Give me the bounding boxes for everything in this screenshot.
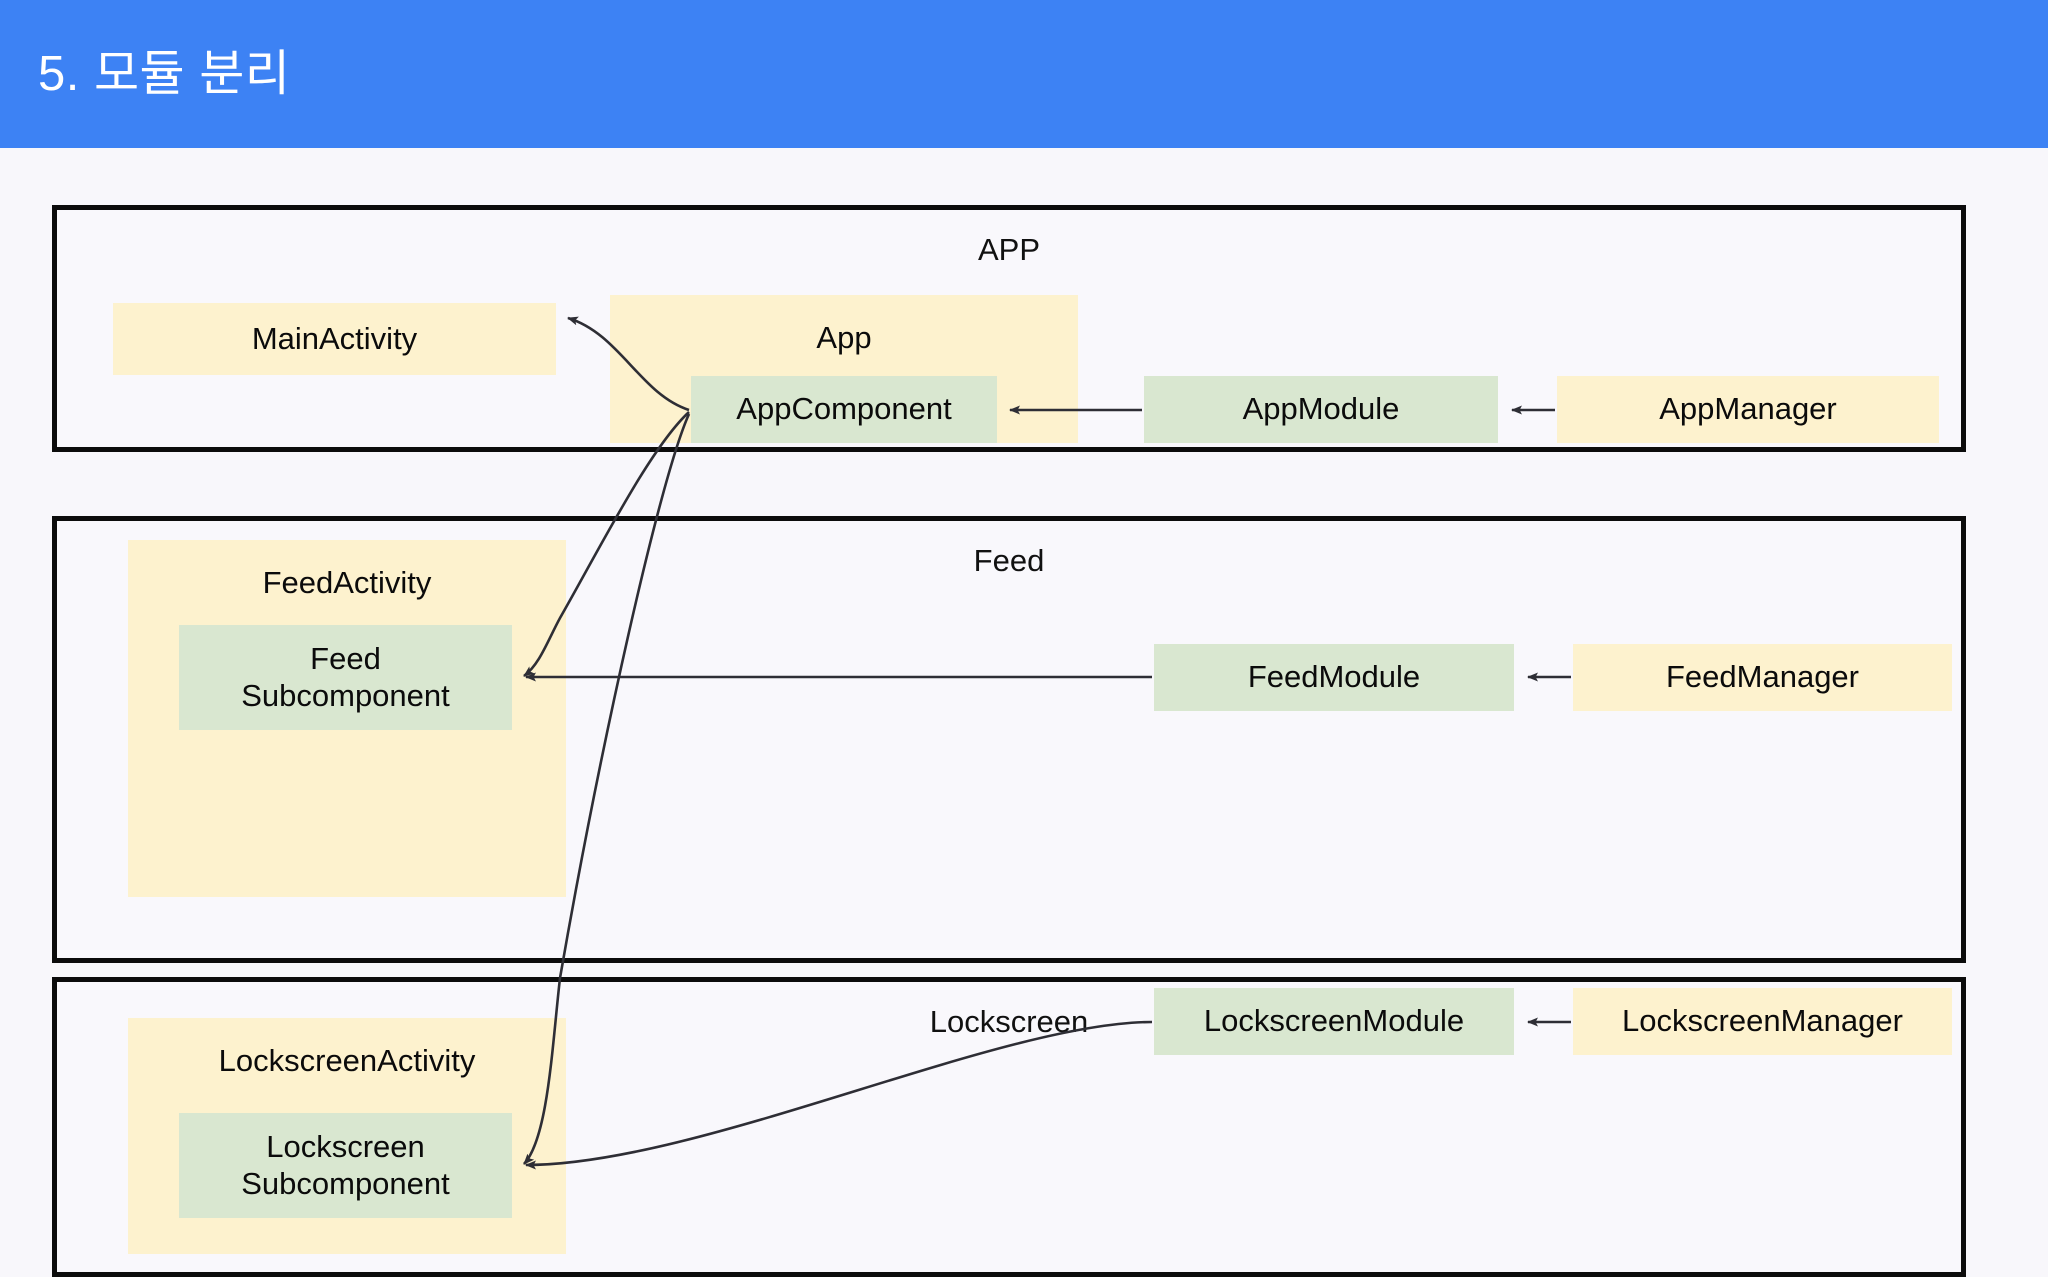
node-feed-module[interactable]: FeedModule [1154,644,1514,711]
node-lockscreen-module[interactable]: LockscreenModule [1154,988,1514,1055]
node-feed-module-label: FeedModule [1247,659,1421,695]
node-lockscreen-activity-label: LockscreenActivity [218,1043,476,1078]
node-app-module-label: AppModule [1242,391,1400,427]
group-app-title: APP [977,232,1041,267]
node-app-module[interactable]: AppModule [1144,376,1498,443]
node-lockscreen-module-label: LockscreenModule [1203,1003,1465,1039]
node-lockscreen-subcomponent-label: Lockscreen Subcomponent [241,1129,450,1201]
node-lockscreen-manager-label: LockscreenManager [1622,1003,1903,1039]
node-app-component[interactable]: AppComponent [691,376,997,443]
node-feed-subcomponent-label: Feed Subcomponent [241,641,450,713]
node-app-label: App [816,320,872,355]
node-app-component-label: AppComponent [736,391,952,427]
diagram-canvas: APP MainActivity App AppComponent AppMod… [0,148,2048,1277]
node-lockscreen-subcomponent[interactable]: Lockscreen Subcomponent [179,1113,512,1218]
node-feed-manager-label: FeedManager [1665,659,1859,695]
node-main-activity-label: MainActivity [251,320,418,356]
node-lockscreen-manager[interactable]: LockscreenManager [1573,988,1952,1055]
node-main-activity[interactable]: MainActivity [113,303,556,375]
node-feed-subcomponent[interactable]: Feed Subcomponent [179,625,512,730]
header-banner: 5. 모듈 분리 [0,0,2048,148]
node-feed-activity-label: FeedActivity [262,565,432,600]
node-app-manager-label: AppManager [1659,391,1837,427]
page-title: 5. 모듈 분리 [38,47,291,101]
node-feed-manager[interactable]: FeedManager [1573,644,1952,711]
node-app-manager[interactable]: AppManager [1557,376,1939,443]
